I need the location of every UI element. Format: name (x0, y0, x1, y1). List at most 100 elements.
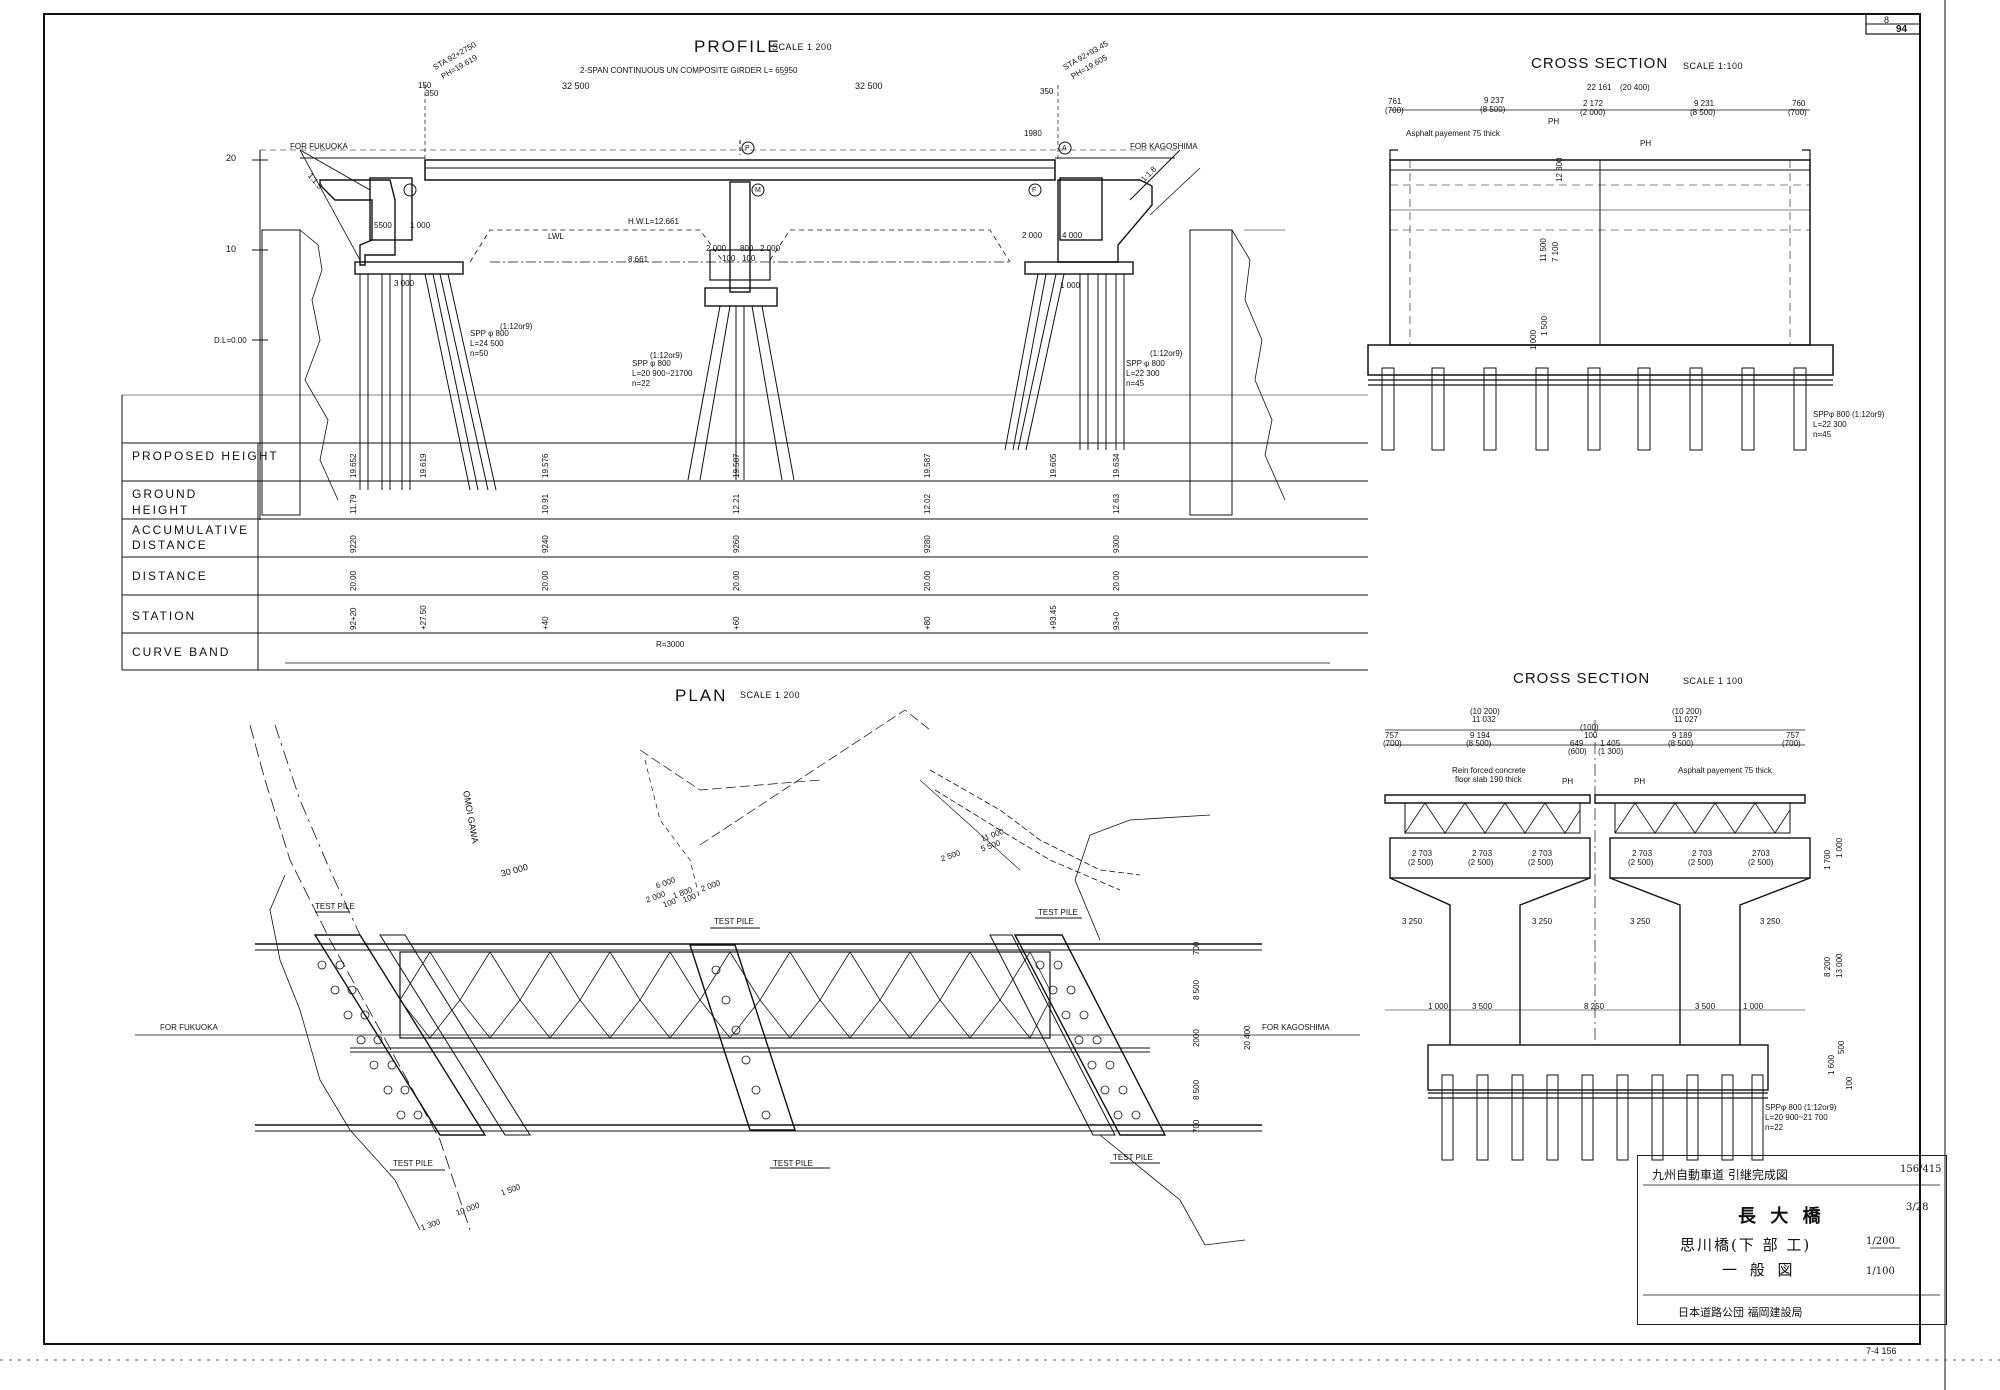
cs2-cap-12: (2 500) (1748, 858, 1774, 867)
plan-width-3: 2000 (1192, 1029, 1201, 1047)
cs1-dim-8: (8 500) (1690, 108, 1716, 117)
cs2-dim-3: 9 194 (1470, 731, 1491, 740)
cs1-dim-5: 2 172 (1583, 99, 1604, 108)
cross-section-2-drawing (1384, 720, 1811, 1161)
ground-height-1: 11.79 (349, 494, 358, 514)
cs1-dim-1: 761 (1388, 97, 1402, 106)
cs1-vdim-4: 1 000 (1529, 329, 1538, 350)
spp-mid-count: n=22 (632, 379, 651, 388)
cs2-vdim-4: 13 000 (1835, 953, 1844, 978)
distance-3: 20.00 (732, 570, 741, 591)
proposed-height-3: 19.576 (541, 453, 550, 478)
title-block-scale-top: 1/200 (1866, 1236, 1895, 1247)
cs1-dim-10: (700) (1788, 108, 1807, 117)
profile-table-grid (121, 394, 1368, 671)
proposed-height-1: 19.652 (349, 453, 358, 478)
profile-girder-note: 2-SPAN CONTINUOUS UN COMPOSITE GIRDER L=… (580, 66, 798, 75)
cs2-dim-2: (700) (1383, 739, 1402, 748)
row-proposed-height: PROPOSED HEIGHT (132, 449, 279, 463)
marker-p: P (745, 145, 750, 152)
elev-20: 20 (226, 153, 237, 163)
cs2-mid-b: 100 (1584, 731, 1598, 740)
cs2-cap-2: (2 500) (1408, 858, 1434, 867)
cs2-cap-5: 2 703 (1532, 849, 1553, 858)
span-left: 32 500 (562, 81, 590, 91)
spp-left: SPP φ 800 (470, 329, 509, 338)
acc-distance-2: 9240 (541, 535, 550, 553)
cs2-dim-4: (8 500) (1466, 739, 1492, 748)
cs2-dim-7: 1 405 (1600, 739, 1621, 748)
cs2-top-left: (10 200) (1470, 707, 1500, 716)
ground-height-2: 10.91 (541, 493, 550, 514)
cs1-dim-3: 9 237 (1484, 96, 1505, 105)
proposed-height-6: 19.605 (1049, 453, 1058, 478)
cs2-ph-2: PH (1634, 777, 1646, 786)
dim-350-right: 350 (1040, 87, 1054, 96)
cs1-vdim-2: 11 500 (1539, 238, 1548, 262)
cs2-cap-11: 2703 (1752, 849, 1770, 858)
lwl-value: 8.661 (628, 255, 649, 264)
cs2-dim-12: (700) (1782, 739, 1801, 748)
acc-distance-4: 9280 (923, 535, 932, 553)
cs2-cap-9: 2 703 (1692, 849, 1713, 858)
station-7: 93+0 (1112, 611, 1121, 630)
cs2-vdim-2: 1 000 (1835, 837, 1844, 858)
station-3: +40 (541, 616, 550, 630)
plan-title: PLAN (675, 686, 728, 705)
marker-f: F (1032, 187, 1037, 194)
cs2-base-5: 1 000 (1743, 1002, 1764, 1011)
acc-distance-3: 9260 (732, 535, 741, 553)
row-accumulative-distance: ACCUMULATIVE DISTANCE (132, 523, 250, 552)
spp-left-ratio: (1:12or9) (500, 322, 533, 331)
cs1-vdim-1: 12 300 (1555, 157, 1564, 182)
cs1-ph-1: PH (1548, 117, 1560, 126)
cs2-dim-10: (8 500) (1668, 739, 1694, 748)
cs2-cap-6: (2 500) (1528, 858, 1554, 867)
cs2-rc-note-2: floor slab 190 thick (1455, 775, 1522, 784)
spp-left-count: n=50 (470, 349, 489, 358)
spp-mid: SPP φ 800 (632, 359, 671, 368)
row-distance: DISTANCE (132, 569, 208, 583)
abut-dim-4: 2 000 (1022, 231, 1043, 240)
spp-right-count: n=45 (1126, 379, 1145, 388)
distance-5: 20.00 (1112, 570, 1121, 591)
span-right: 32 500 (855, 81, 883, 91)
cs2-base-4: 3 500 (1695, 1002, 1716, 1011)
sheet-number-top: 8 (1884, 15, 1890, 25)
cs1-scale: SCALE 1:100 (1683, 61, 1744, 71)
title-block-scale-bottom: 1/100 (1866, 1266, 1895, 1277)
plan-for-kagoshima: FOR KAGOSHIMA (1262, 1023, 1330, 1032)
profile-scale: SCALE 1 200 (772, 42, 833, 52)
cs2-dim-9: 9 189 (1672, 731, 1693, 740)
cs2-dim-6: (600) (1568, 747, 1587, 756)
cs2-dim-11: 757 (1786, 731, 1800, 740)
pier-dim-4: 100 (722, 254, 736, 263)
spp-right-ratio: (1:12or9) (1150, 349, 1183, 358)
distance-1: 20.00 (349, 570, 358, 591)
pier-dim-2: 800 (740, 244, 754, 253)
cs2-pier-4: 3 250 (1760, 917, 1781, 926)
plan-width-total: 20 400 (1243, 1025, 1252, 1050)
cs2-base-2: 3 500 (1472, 1002, 1493, 1011)
row-ground-height: GROUND HEIGHT (132, 487, 198, 517)
profile-for-fukuoka: FOR FUKUOKA (290, 142, 348, 151)
cs2-dim-8: (1 300) (1598, 747, 1624, 756)
spp-left-length: L=24 500 (470, 339, 504, 348)
station-1: 92+20 (349, 607, 358, 630)
cs1-dim-2: (700) (1385, 106, 1404, 115)
cs1-spp-length: L=22 300 (1813, 420, 1847, 429)
proposed-height-5: 19.587 (923, 453, 932, 478)
profile-title: PROFILE (694, 37, 781, 56)
dim-150: 150 (418, 81, 432, 90)
test-pile-6: TEST PILE (1113, 1153, 1153, 1162)
cs1-spp: SPPφ 800 (1:12or9) (1813, 410, 1885, 419)
distance-2: 20.00 (541, 570, 550, 591)
spp-right: SPP φ 800 (1126, 359, 1165, 368)
acc-distance-1: 9220 (349, 535, 358, 553)
dim-1980: 1980 (1024, 129, 1042, 138)
cs2-vdim-5: 1 600 (1827, 1054, 1836, 1075)
cs1-dim-9: 760 (1792, 99, 1806, 108)
row-station: STATION (132, 609, 197, 623)
title-block-line2-number: 3/28 (1906, 1202, 1929, 1213)
